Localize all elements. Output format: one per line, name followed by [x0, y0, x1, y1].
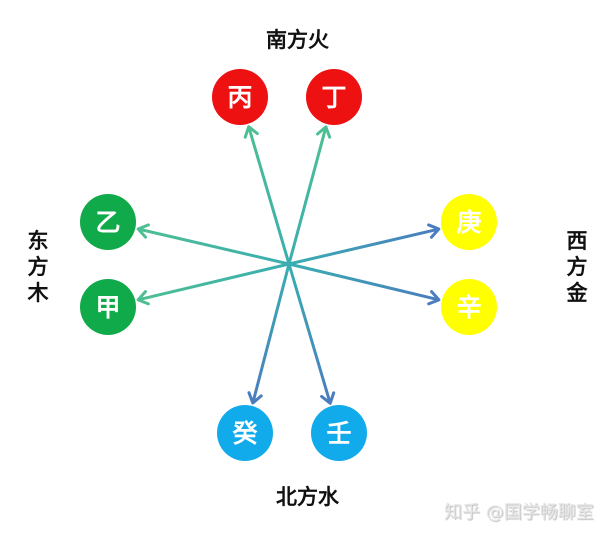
stem-circle	[441, 279, 497, 335]
arrow-shaft	[137, 227, 290, 266]
arrow-shaft	[288, 227, 440, 266]
stem-circle	[441, 194, 497, 250]
label-east: 东方木	[27, 229, 49, 305]
arrow-to-癸	[247, 263, 291, 405]
arrowhead-icon	[243, 125, 259, 139]
watermark: 知乎 @国学畅聊室	[444, 502, 594, 523]
stem-node-丁: 丁	[306, 69, 362, 125]
arrow-to-庚	[288, 223, 441, 266]
arrow-shaft	[287, 126, 328, 265]
arrow-shaft	[251, 263, 291, 404]
arrowhead-icon	[316, 125, 332, 139]
label-north: 北方水	[276, 485, 339, 509]
stem-node-辛: 辛	[441, 279, 497, 335]
arrowhead-icon	[427, 290, 441, 306]
stem-label: 壬	[326, 419, 351, 448]
arrowhead-icon	[320, 391, 336, 405]
stem-label: 庚	[456, 208, 481, 237]
arrow-to-丙	[243, 125, 291, 265]
arrow-to-辛	[288, 262, 441, 306]
stem-circle	[311, 405, 367, 461]
arrow-to-壬	[287, 263, 336, 405]
arrowhead-icon	[427, 223, 441, 239]
stem-node-壬: 壬	[311, 405, 367, 461]
stem-circle	[212, 69, 268, 125]
stem-label: 癸	[231, 419, 258, 448]
arrow-shaft	[288, 262, 440, 302]
arrowhead-icon	[136, 223, 150, 239]
stem-node-庚: 庚	[441, 194, 497, 250]
stem-label: 丙	[227, 83, 252, 112]
arrowhead-icon	[247, 391, 263, 405]
stem-node-丙: 丙	[212, 69, 268, 125]
stem-circle	[80, 279, 136, 335]
stem-label: 丁	[321, 83, 346, 112]
stem-circle	[80, 194, 136, 250]
arrow-shaft	[247, 126, 291, 265]
arrow-to-甲	[136, 262, 290, 306]
stem-label: 乙	[95, 208, 120, 237]
arrow-shaft	[287, 263, 332, 404]
stem-circle	[306, 69, 362, 125]
stem-circle	[217, 405, 273, 461]
arrow-to-乙	[136, 223, 290, 266]
arrowhead-icon	[136, 290, 150, 306]
label-south: 南方火	[266, 28, 329, 52]
stem-node-癸: 癸	[217, 405, 273, 461]
stem-label: 甲	[95, 293, 120, 322]
arrow-to-丁	[287, 125, 332, 265]
stem-label: 辛	[456, 293, 481, 322]
label-west: 西方金	[566, 229, 588, 305]
arrow-shaft	[137, 262, 290, 302]
stem-node-甲: 甲	[80, 279, 136, 335]
stem-node-乙: 乙	[80, 194, 136, 250]
